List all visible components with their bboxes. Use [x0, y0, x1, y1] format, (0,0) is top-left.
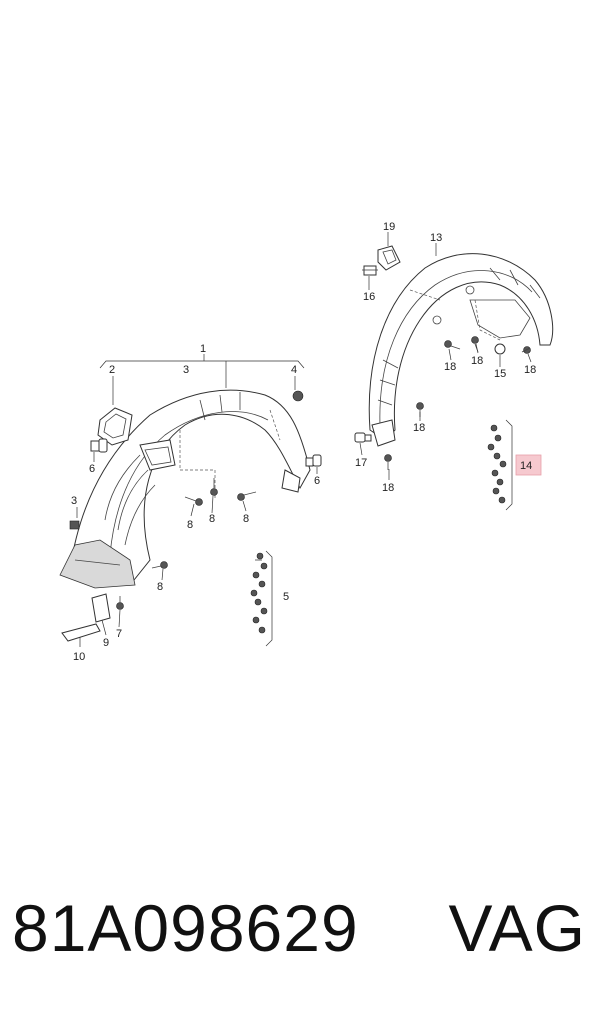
brand-label: VAG — [448, 891, 586, 965]
nut-part-15 — [494, 343, 506, 355]
callout-15: 15 — [494, 368, 506, 380]
screw-part-18-a — [444, 340, 461, 350]
callout-1: 1 — [200, 343, 206, 355]
callout-6-left: 6 — [89, 463, 95, 475]
callout-18-a: 18 — [444, 361, 456, 373]
deflector-part-10 — [61, 623, 101, 642]
footer: 81A098629 VAG — [0, 890, 600, 980]
callout-16: 16 — [363, 291, 375, 303]
callout-8-c: 8 — [209, 513, 215, 525]
seal-part-2 — [97, 407, 133, 446]
front-wheel-housing-liner — [59, 389, 311, 589]
screw-part-7 — [116, 596, 124, 610]
callout-9: 9 — [103, 637, 109, 649]
callout-3-top: 3 — [183, 364, 189, 376]
callout-18-d: 18 — [413, 422, 425, 434]
callout-8-d: 8 — [157, 581, 163, 593]
callout-6-right: 6 — [314, 475, 320, 487]
screw-part-8-d — [151, 561, 168, 569]
callout-18-b: 18 — [471, 355, 483, 367]
highlight-box-part-14 — [515, 454, 542, 476]
bracket-part-9 — [91, 593, 111, 623]
clip-part-16 — [362, 265, 378, 276]
callout-8-a: 8 — [187, 519, 193, 531]
callout-2: 2 — [109, 364, 115, 376]
callout-18-e: 18 — [382, 482, 394, 494]
plug-part-6-right — [305, 454, 322, 467]
screw-part-18-c — [521, 346, 531, 354]
screw-part-18-e — [384, 454, 392, 470]
bracket-part-1 — [99, 360, 305, 369]
fastener-kit-part-5 — [250, 550, 273, 647]
screw-part-8-c — [210, 478, 218, 496]
screw-part-8-b — [237, 491, 257, 501]
plug-part-6-left — [90, 438, 108, 453]
callout-7: 7 — [116, 628, 122, 640]
part-number: 81A098629 — [12, 891, 359, 965]
callout-14: 14 — [520, 460, 532, 472]
rear-wheel-housing-liner — [368, 253, 554, 447]
clip-part-3 — [69, 520, 80, 530]
callout-13: 13 — [430, 232, 442, 244]
callout-5: 5 — [283, 591, 289, 603]
callout-17: 17 — [355, 457, 367, 469]
callout-3-left: 3 — [71, 495, 77, 507]
callout-19: 19 — [383, 221, 395, 233]
clip-part-3-b — [292, 390, 304, 402]
fastener-kit-part-14 — [487, 419, 513, 511]
bracket-part-19 — [377, 245, 401, 271]
callout-4: 4 — [291, 364, 297, 376]
callout-10: 10 — [73, 651, 85, 663]
callout-18-c: 18 — [524, 364, 536, 376]
callout-8-b: 8 — [243, 513, 249, 525]
screw-part-8-a — [184, 496, 203, 506]
plug-part-17 — [354, 432, 372, 443]
